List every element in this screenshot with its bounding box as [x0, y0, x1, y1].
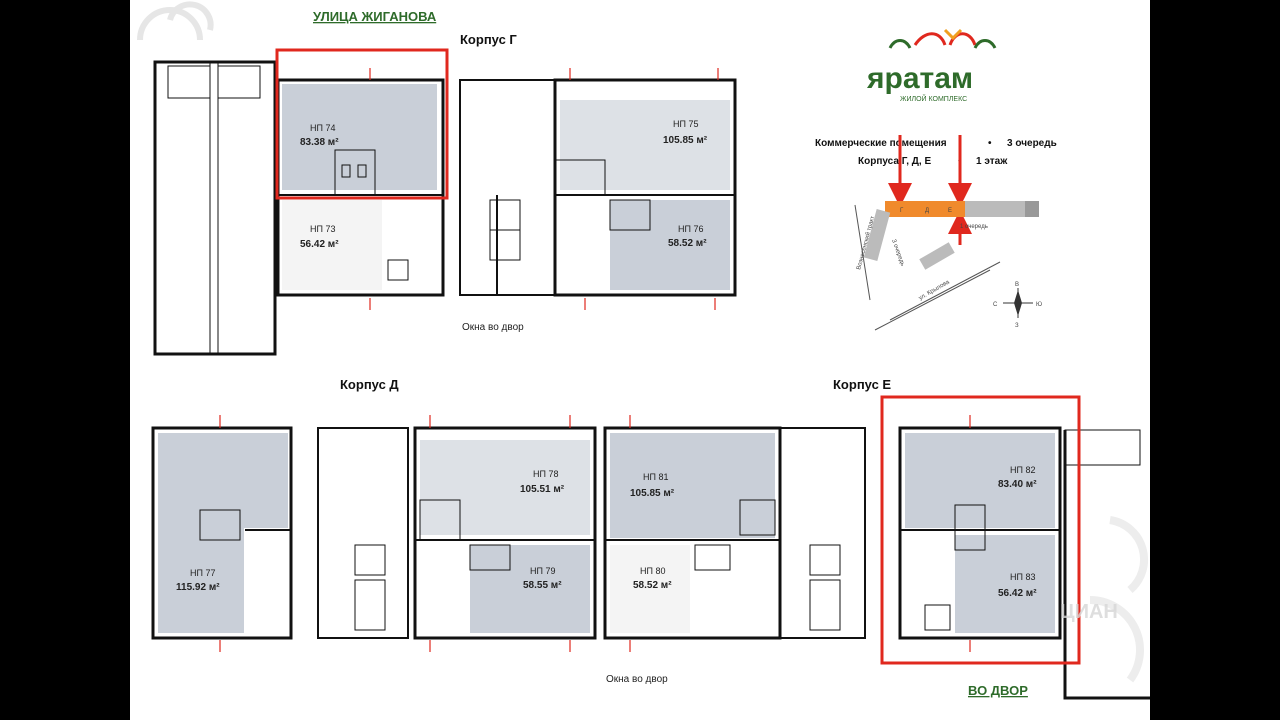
building-g-title: Корпус Г	[460, 32, 517, 47]
street-label: УЛИЦА ЖИГАНОВА	[313, 9, 437, 24]
unit-73-area[interactable]	[282, 200, 382, 290]
floor-plan-sheet: УЛИЦА ЖИГАНОВА Корпус Г НП 74 83.38 м² Н…	[130, 0, 1150, 720]
legend-line1-left: Коммерческие помещения	[815, 138, 947, 149]
unit-77-area[interactable]	[158, 433, 244, 633]
building-d-caption: Окна во двор	[606, 674, 668, 685]
unit-78-number: НП 78	[533, 469, 558, 479]
legend-dot-1: •	[988, 138, 992, 149]
unit-79-number: НП 79	[530, 566, 555, 576]
unit-81-area[interactable]	[610, 433, 775, 538]
unit-83-number: НП 83	[1010, 572, 1035, 582]
map-label-d: Д	[925, 208, 929, 214]
logo-ornament-icon	[888, 28, 997, 49]
unit-81-area-label: 105.85 м²	[630, 488, 675, 499]
compass-icon: В З С Ю	[993, 282, 1042, 329]
building-g-annex	[153, 60, 277, 356]
map-label-queue3: 3 очередь	[890, 239, 905, 267]
unit-77-annex	[244, 433, 288, 528]
map-buildings-grey	[965, 201, 1025, 217]
map-side-block	[863, 209, 891, 261]
watermark: ЦИАН	[1060, 601, 1118, 623]
unit-80-area[interactable]	[610, 545, 690, 633]
unit-79-area-label: 58.55 м²	[523, 580, 562, 591]
map-end-block	[1025, 201, 1039, 217]
unit-75-area[interactable]	[560, 100, 730, 190]
unit-76-area-label: 58.52 м²	[668, 238, 707, 249]
unit-74-area[interactable]	[282, 84, 437, 190]
map-label-e: Е	[948, 208, 952, 214]
legend-line2-right: 1 этаж	[976, 156, 1008, 167]
compass-west: С	[993, 302, 998, 308]
legend-line2-left: Корпуса Г, Д, Е	[858, 156, 931, 167]
bottom-entrances	[219, 415, 971, 652]
unit-82-area-label: 83.40 м²	[998, 479, 1037, 490]
unit-75-number: НП 75	[673, 119, 698, 129]
highlight-unit-74	[275, 48, 449, 200]
floor-plan-drawing: УЛИЦА ЖИГАНОВА Корпус Г НП 74 83.38 м² Н…	[137, 1, 1150, 700]
highlight-units-82-83	[880, 395, 1081, 665]
building-e-fixtures	[924, 504, 986, 631]
logo-subtitle: ЖИЛОЙ КОМПЛЕКС	[900, 94, 967, 103]
unit-74-number: НП 74	[310, 123, 335, 133]
logo: яратам ЖИЛОЙ КОМПЛЕКС	[866, 28, 997, 103]
logo-name: яратам	[866, 62, 973, 95]
compass-east: Ю	[1036, 302, 1042, 308]
building-de-walls	[603, 426, 866, 640]
map-road-bottom	[874, 269, 991, 331]
unit-77-number: НП 77	[190, 568, 215, 578]
unit-82-number: НП 82	[1010, 465, 1035, 475]
unit-81-number: НП 81	[643, 472, 668, 482]
map-road-bottom-2	[889, 261, 1001, 321]
unit-76-area[interactable]	[610, 200, 730, 290]
unit-77-area-label: 115.92 м²	[176, 582, 220, 593]
compass-north: В	[1015, 282, 1019, 288]
building-e-walls	[898, 426, 1150, 700]
unit-73-number: НП 73	[310, 224, 335, 234]
legend-line1-right: 3 очередь	[1007, 138, 1057, 149]
unit-83-area-label: 56.42 м²	[998, 588, 1037, 599]
building-e-title: Корпус Е	[833, 377, 891, 392]
unit-80-number: НП 80	[640, 566, 665, 576]
map-road-left	[854, 204, 871, 301]
building-d-title: Корпус Д	[340, 377, 399, 392]
building-d-walls	[151, 426, 597, 640]
unit-74-area-label: 83.38 м²	[300, 137, 339, 148]
map-buildings-orange	[885, 201, 965, 217]
courtyard-label: ВО ДВОР	[968, 683, 1028, 698]
map-label-queue1: 1 очередь	[960, 224, 988, 230]
compass-south: З	[1015, 323, 1019, 329]
unit-76-number: НП 76	[678, 224, 703, 234]
building-de-fixtures	[694, 499, 841, 631]
map-block-2	[919, 242, 955, 270]
building-g-entrances	[369, 68, 719, 310]
unit-83-area[interactable]	[955, 535, 1055, 633]
unit-75-area-label: 105.85 м²	[663, 135, 708, 146]
site-map: Г Д Е 1 очередь 3 очередь Вознесенский т…	[854, 201, 1039, 331]
map-label-g: Г	[900, 208, 904, 214]
building-d-fixtures	[199, 499, 511, 631]
building-g-caption: Окна во двор	[462, 322, 524, 333]
unit-82-area[interactable]	[905, 433, 1055, 528]
decor-swirl-bottom-right	[1089, 516, 1149, 683]
building-g-fixtures	[334, 149, 651, 281]
unit-73-area-label: 56.42 м²	[300, 239, 339, 250]
unit-79-area[interactable]	[470, 545, 590, 633]
unit-78-area-label: 105.51 м²	[520, 484, 565, 495]
unit-80-area-label: 58.52 м²	[633, 580, 672, 591]
unit-78-area[interactable]	[420, 440, 590, 535]
decor-swirl-top-left	[137, 1, 214, 41]
